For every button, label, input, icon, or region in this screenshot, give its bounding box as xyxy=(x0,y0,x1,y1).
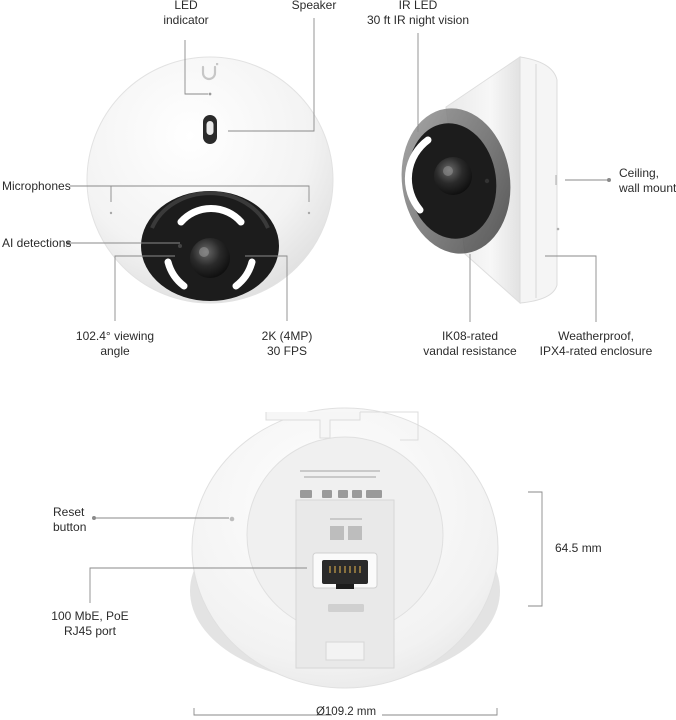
leader-weather xyxy=(545,255,597,322)
label-led-indicator: LED indicator xyxy=(163,0,209,27)
label-rj45-port: 100 MbE, PoE RJ45 port xyxy=(51,609,129,638)
label-ai-detections: AI detections xyxy=(2,236,72,250)
rj45-contacts xyxy=(329,566,361,573)
led-dot xyxy=(208,92,212,96)
side-lens xyxy=(434,157,472,195)
microphone-left xyxy=(109,211,113,215)
microphone-right xyxy=(307,211,311,215)
ir-ring-top xyxy=(177,205,245,226)
leader-lines xyxy=(70,18,610,716)
side-ir-ring xyxy=(404,136,432,214)
label-speaker: Speaker xyxy=(291,0,337,12)
base-view-camera xyxy=(190,407,500,689)
label-reset-button: Reset button xyxy=(53,505,87,534)
label-mount: Ceiling, wall mount xyxy=(619,166,676,195)
ubiquiti-u-logo-icon xyxy=(201,63,219,81)
diameter-dimension-right xyxy=(382,708,498,716)
label-ir-led: IR LED 30 ft IR night vision xyxy=(366,0,470,27)
side-view-camera xyxy=(401,56,560,305)
label-height: 64.5 mm xyxy=(555,541,602,555)
label-diameter: Ø109.2 mm xyxy=(315,706,377,718)
label-weatherproof: Weatherproof, IPX4-rated enclosure xyxy=(539,329,653,358)
leader-endpoints xyxy=(66,178,611,520)
front-view-camera xyxy=(86,56,334,304)
leader-viewing xyxy=(114,255,175,321)
leader-speaker xyxy=(228,18,315,132)
ir-ring-right xyxy=(232,258,256,290)
regulatory-marks xyxy=(300,470,382,540)
label-resolution: 2K (4MP) 30 FPS xyxy=(261,329,313,358)
leader-resolution xyxy=(245,255,288,321)
diameter-dimension-left xyxy=(193,708,332,716)
leader-port xyxy=(89,567,307,603)
leader-led xyxy=(184,40,208,95)
ir-ring-left xyxy=(164,258,188,290)
height-dimension xyxy=(528,491,543,607)
label-microphones: Microphones xyxy=(2,179,71,193)
label-viewing-angle: 102.4° viewing angle xyxy=(75,329,155,358)
reset-hole xyxy=(229,516,235,522)
label-ik08: IK08-rated vandal resistance xyxy=(423,329,517,358)
leader-mic-right xyxy=(111,185,310,202)
mount-plate xyxy=(519,56,558,304)
lens xyxy=(190,238,230,278)
